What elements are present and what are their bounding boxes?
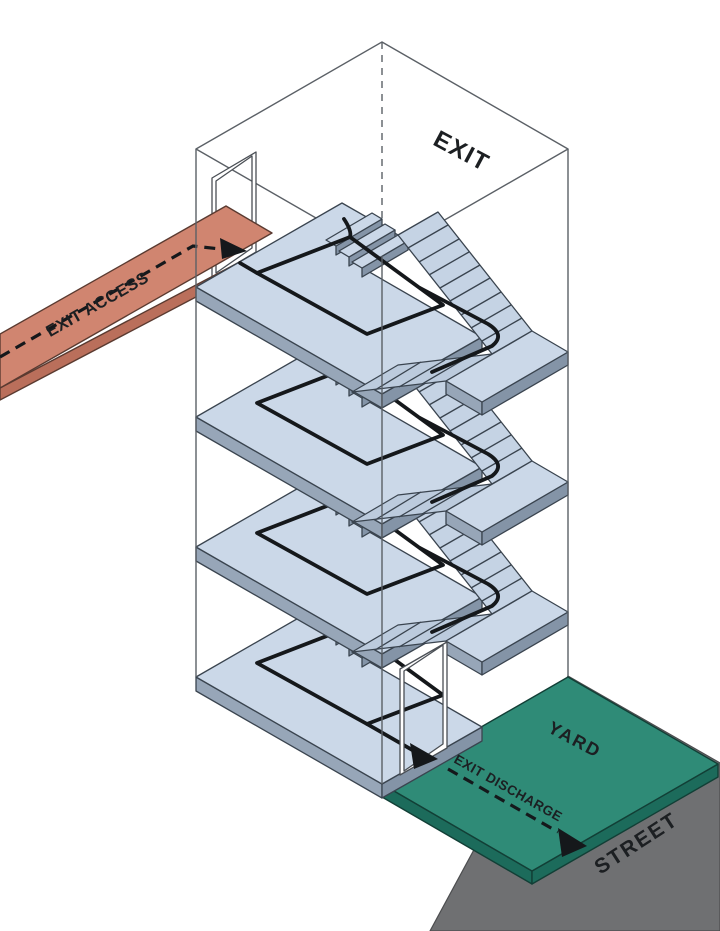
exit-access-arrowhead-icon — [220, 238, 247, 259]
egress-path-discharge — [365, 722, 416, 753]
exit-discharge-door — [399, 641, 448, 776]
exit-access-flow-line — [0, 244, 221, 359]
discharge-arrowhead-icon — [410, 743, 438, 769]
exit-access-corridor — [0, 205, 273, 389]
street-arrowhead-icon — [558, 828, 587, 857]
yard-surface — [381, 676, 719, 872]
exit-discharge-flow-line — [447, 767, 559, 834]
exit-label: EXIT — [429, 126, 494, 178]
egress-path-door-stub — [238, 261, 259, 275]
